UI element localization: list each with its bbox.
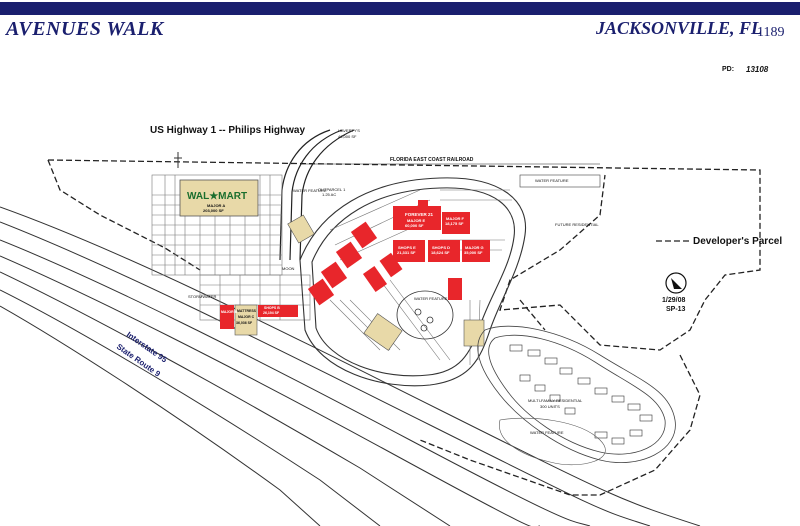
major-g-sf-label: 35,000 SF — [464, 250, 483, 255]
shops-b-sf-label: 26,194 SF — [263, 311, 280, 315]
shops-d-label: SHOPS D — [432, 245, 451, 250]
multi-family-label: MULTI-FAMILY RESIDENTIAL — [528, 398, 583, 403]
us-highway-1-road — [279, 129, 355, 261]
multi-family-units-label: 300 UNITS — [540, 404, 560, 409]
header-bar — [0, 2, 800, 15]
walmart-name: WAL★MART — [187, 191, 248, 202]
town-center-loop — [299, 177, 527, 387]
outparcel-ac-label: 1.25 AC — [322, 192, 337, 197]
date-label: 1/29/08 — [662, 297, 686, 304]
shops-e-label: SHOPS E — [398, 245, 416, 250]
forever21-name: FOREVER 21 — [405, 212, 434, 217]
pd-value: 13108 — [746, 65, 769, 74]
shops-e-sf-label: 21,331 SF — [397, 250, 416, 255]
walmart-sf-label: 203,000 SF — [203, 208, 224, 213]
railroad-label: FLORIDA EAST COAST RAILROAD — [390, 157, 474, 163]
water-feature-center-label: WATER FEATURE — [414, 296, 448, 301]
apartment-buildings — [509, 344, 653, 445]
outparcel-label: OUTPARCEL 1 — [318, 187, 346, 192]
water-feature-center — [396, 290, 454, 340]
forever21-major-label: MAJOR E — [407, 218, 426, 223]
retail-buildings — [307, 200, 490, 306]
major-c-sf-label: 36,036 SF — [236, 321, 253, 325]
future-residential-label: FUTURE RESIDENTIAL — [555, 222, 599, 227]
moon-label: MOON — [282, 266, 295, 271]
major-c-label: MAJOR C — [238, 315, 255, 319]
shops-b-label: SHOPS B — [264, 306, 280, 310]
page-number: 1189 — [757, 25, 785, 40]
us-highway-label: US Highway 1 -- Philips Highway — [150, 125, 306, 136]
water-feature-ne-label: WATER FEATURE — [535, 178, 569, 183]
major-f-label: MAJOR F — [446, 216, 464, 221]
pd-label: PD: — [722, 66, 735, 73]
water-feature-south — [499, 417, 606, 465]
water-feature-south-label: WATER FEATURE — [530, 430, 564, 435]
shops-d-sf-label: 18,624 SF — [431, 250, 450, 255]
property-boundary — [47, 159, 761, 496]
stormwater-label: STORMWATER — [188, 294, 217, 299]
north-arrow-icon — [665, 272, 687, 294]
interstate-corridor — [0, 206, 701, 526]
sheet-label: SP-13 — [666, 306, 686, 313]
highway-marker — [174, 152, 182, 168]
major-f-sf-label: 18,175 SF — [445, 221, 464, 226]
developers-parcel-label: Developer's Parcel — [693, 236, 783, 247]
walmart-building — [179, 179, 259, 217]
major-c-building — [234, 304, 258, 336]
walmart-major-label: MAJOR A — [207, 203, 226, 208]
location-title: JACKSONVILLE, FL — [596, 18, 763, 38]
major-g-label: MAJOR G — [465, 245, 484, 250]
water-feature-northeast — [519, 174, 601, 188]
project-title: AVENUES WALK — [6, 18, 164, 40]
major-b-label: MAJOR B — [221, 310, 238, 314]
mattress-label: MATTRESS — [237, 309, 256, 313]
havertys-sf-label: 46,000 SF — [338, 134, 357, 139]
forever21-sf-label: 60,000 SF — [405, 223, 424, 228]
havertys-label: HAVERTY'S — [338, 128, 360, 133]
water-feature-west-label: WATER FEATURE — [293, 188, 327, 193]
multi-family-area — [477, 325, 676, 463]
shops-b-building — [258, 305, 298, 317]
major-b-building — [220, 305, 234, 329]
